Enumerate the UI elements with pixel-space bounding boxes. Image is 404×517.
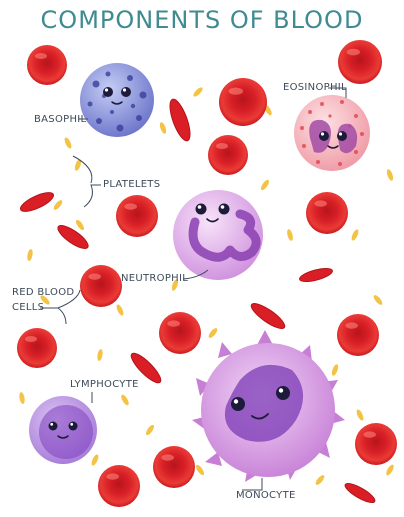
red-blood-cell <box>355 423 397 465</box>
red-blood-cell-side <box>343 480 377 506</box>
basophil-cell <box>80 63 154 137</box>
red-blood-cell <box>159 312 201 354</box>
red-blood-cell <box>208 135 248 175</box>
label-lymphocyte: LYMPHOCYTE <box>70 379 139 391</box>
label-platelets: PLATELETS <box>103 179 160 191</box>
red-blood-cell-side <box>248 300 288 333</box>
red-blood-cell <box>219 78 267 126</box>
label-basophil: BASOPHIL <box>34 114 86 126</box>
red-blood-cell-side <box>298 266 333 284</box>
label-monocyte: MONOCYTE <box>236 490 296 502</box>
red-blood-cell <box>306 192 348 234</box>
red-blood-cell <box>27 45 67 85</box>
red-blood-cell <box>98 465 140 507</box>
label-red-blood-cells-line1: RED BLOOD <box>12 287 74 299</box>
red-blood-cell <box>80 265 122 307</box>
monocyte-leader <box>242 478 262 490</box>
monocyte-cell <box>192 330 345 482</box>
red-blood-cell-side <box>55 222 91 252</box>
red-blood-cell <box>17 328 57 368</box>
label-eosinophil: EOSINOPHIL <box>283 82 347 94</box>
red-blood-cell <box>338 40 382 84</box>
red-blood-cell-side <box>166 97 194 143</box>
red-blood-cell-side <box>18 189 56 215</box>
label-neutrophil: NEUTROPHIL <box>121 273 188 285</box>
red-blood-cell <box>337 314 379 356</box>
red-blood-cell <box>153 446 195 488</box>
label-red-blood-cells-line2: CELLS <box>12 302 44 314</box>
lymphocyte-cell <box>29 396 97 464</box>
neutrophil-cell <box>173 190 263 280</box>
eosinophil-cell <box>294 95 370 171</box>
red-blood-cell <box>116 195 158 237</box>
